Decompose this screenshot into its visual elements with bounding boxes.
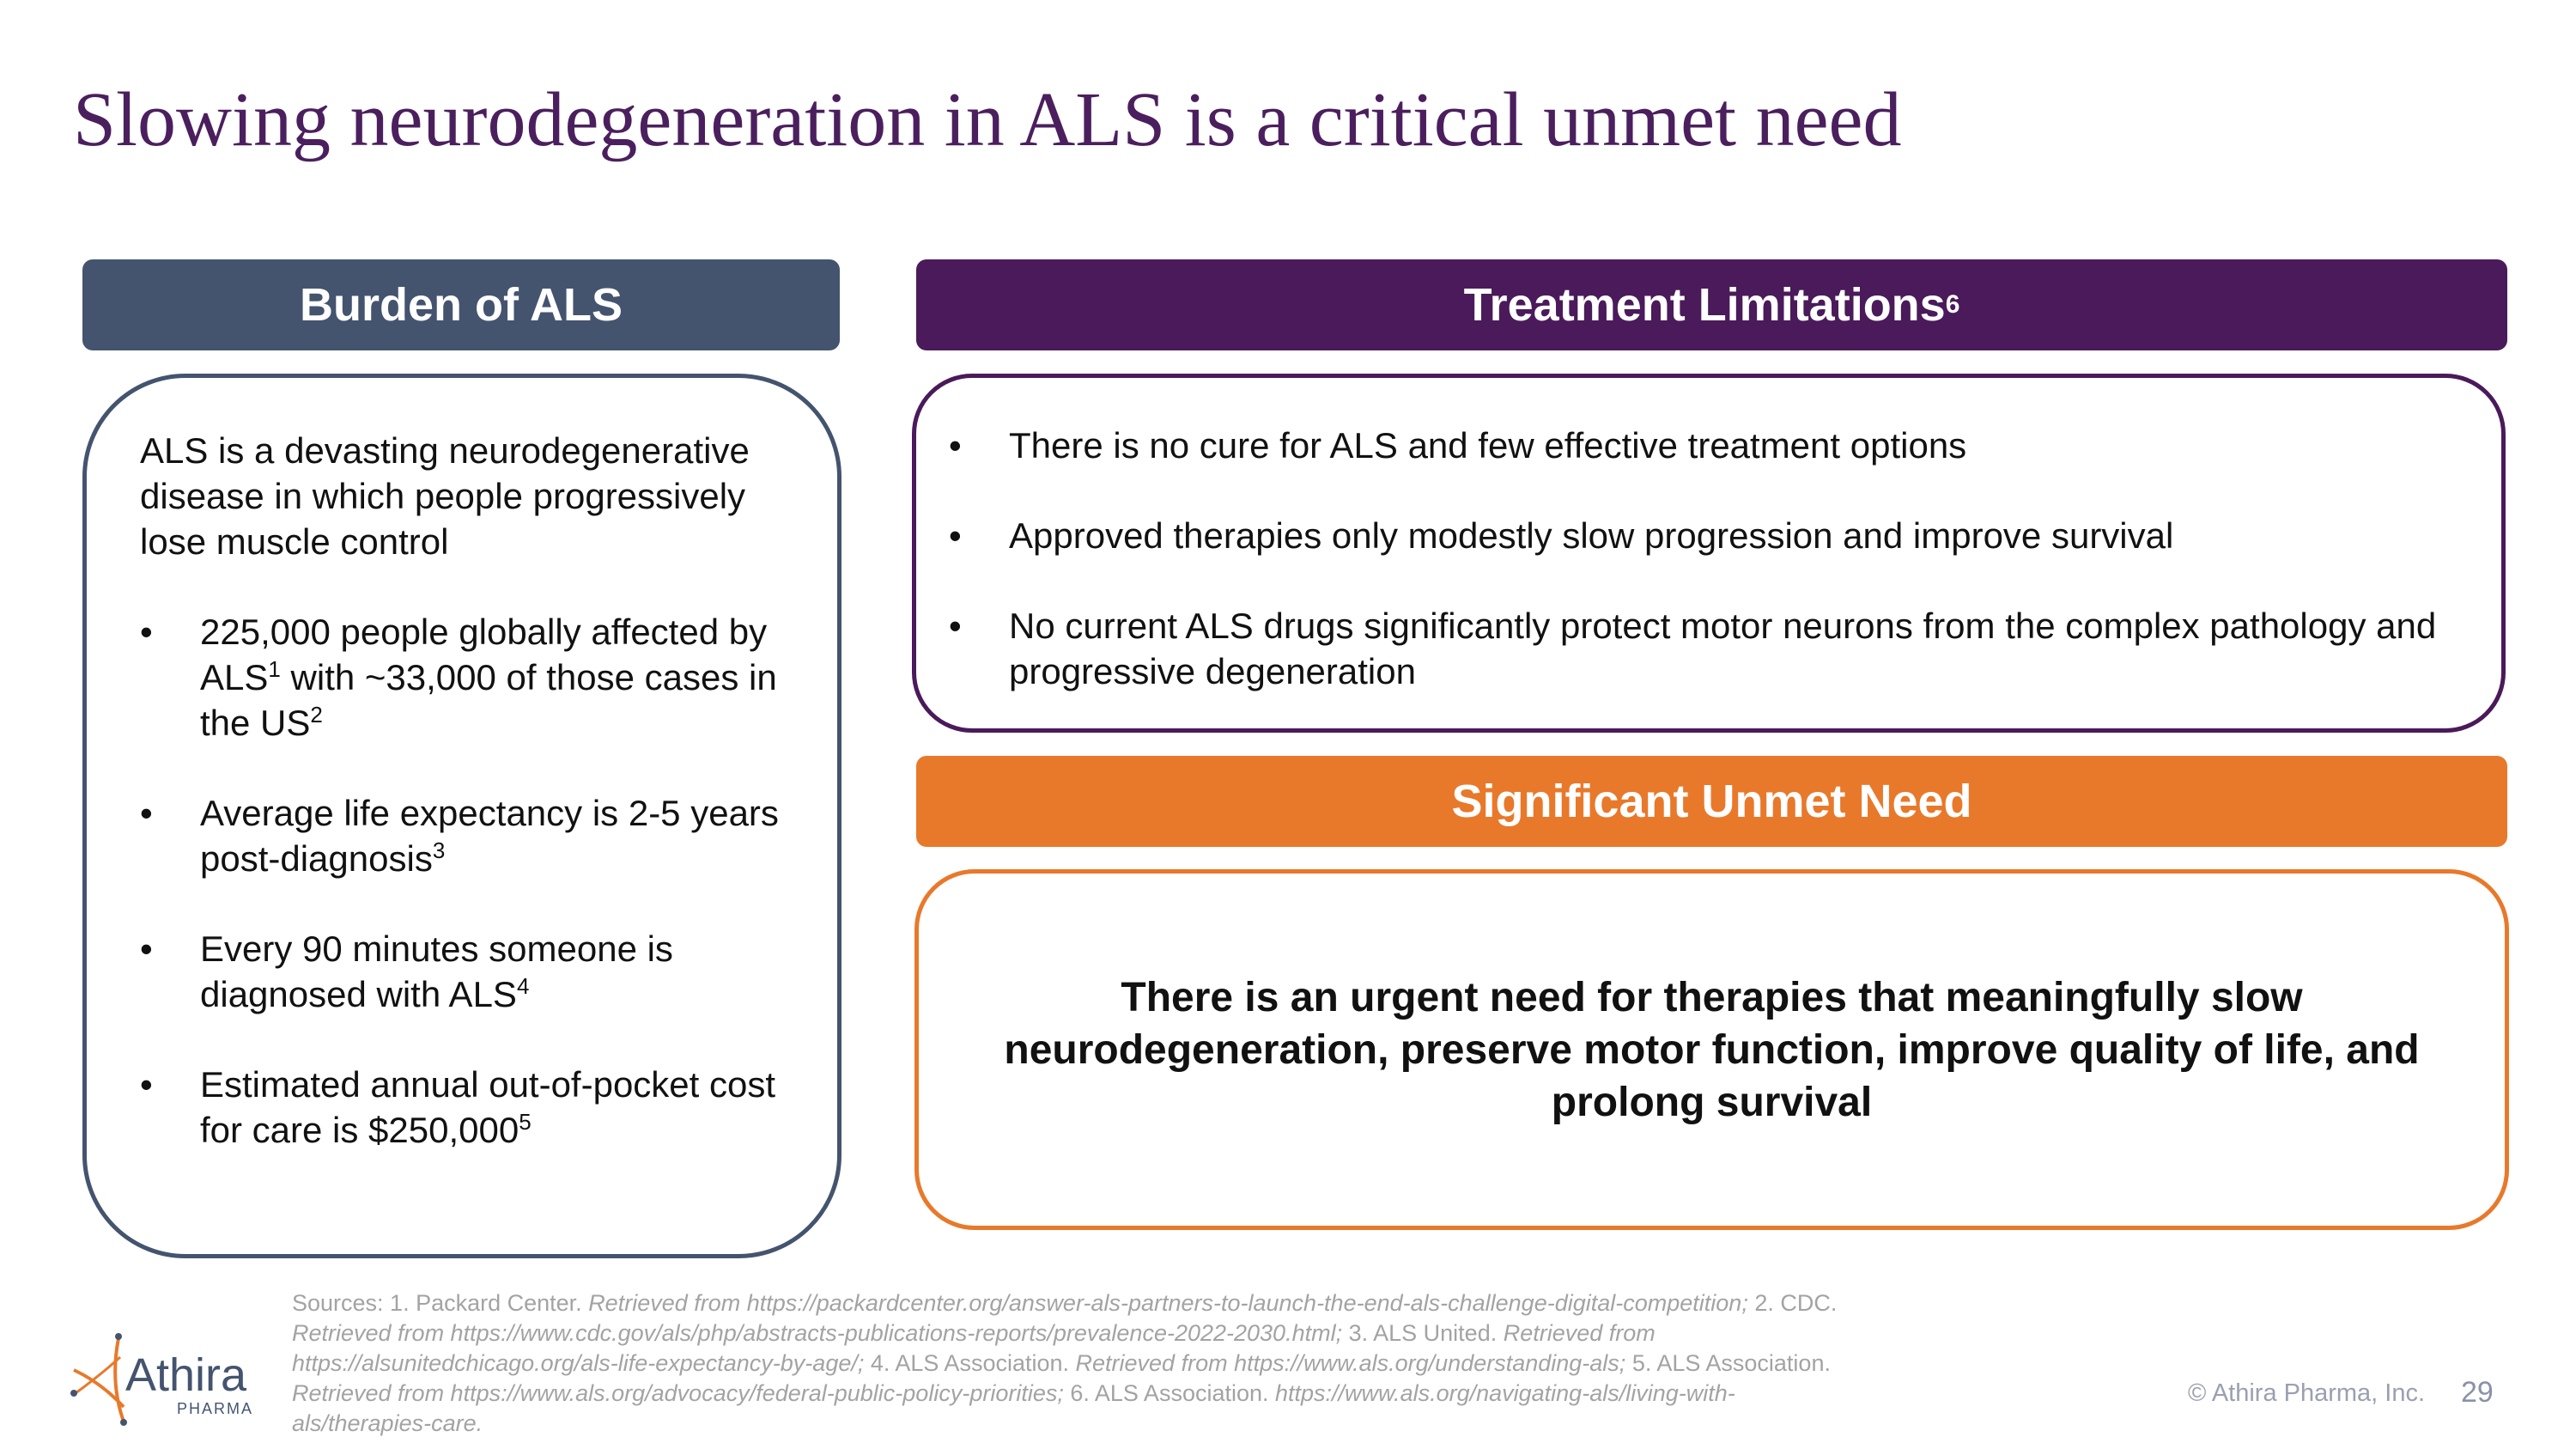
logo-mark-icon: [70, 1333, 127, 1426]
treatment-bullet: There is no cure for ALS and few effecti…: [949, 423, 2477, 468]
treatment-bullet: Approved therapies only modestly slow pr…: [949, 513, 2477, 558]
burden-intro: ALS is a devasting neurodegenerative dis…: [140, 430, 750, 562]
burden-box: ALS is a devasting neurodegenerative dis…: [82, 374, 841, 1258]
page-title: Slowing neurodegeneration in ALS is a cr…: [73, 77, 1902, 162]
burden-header-label: Burden of ALS: [300, 279, 623, 331]
page-number: 29: [2461, 1376, 2494, 1409]
logo-sub: PHARMA: [177, 1400, 254, 1417]
burden-bullet: Average life expectancy is 2-5 years pos…: [140, 790, 810, 881]
athira-logo: Athira PHARMA: [67, 1331, 264, 1426]
burden-bullet: Every 90 minutes someone is diagnosed wi…: [140, 926, 810, 1017]
unmet-header: Significant Unmet Need: [916, 756, 2507, 847]
unmet-box: There is an urgent need for therapies th…: [914, 869, 2509, 1230]
burden-bullet: Estimated annual out-of-pocket cost for …: [140, 1062, 810, 1153]
unmet-header-label: Significant Unmet Need: [1451, 776, 1972, 827]
burden-header: Burden of ALS: [82, 259, 840, 350]
copyright: © Athira Pharma, Inc.: [2188, 1379, 2426, 1407]
sources-footnote: Sources: 1. Packard Center. Retrieved fr…: [292, 1290, 1838, 1436]
treatment-header-label: Treatment Limitations: [1463, 279, 1946, 331]
treatment-box: There is no cure for ALS and few effecti…: [912, 374, 2506, 733]
treatment-bullet: No current ALS drugs significantly prote…: [949, 603, 2477, 694]
unmet-text: There is an urgent need for therapies th…: [1004, 974, 2420, 1125]
burden-bullet: 225,000 people globally affected by ALS1…: [140, 609, 810, 746]
logo-name: Athira: [125, 1349, 247, 1401]
